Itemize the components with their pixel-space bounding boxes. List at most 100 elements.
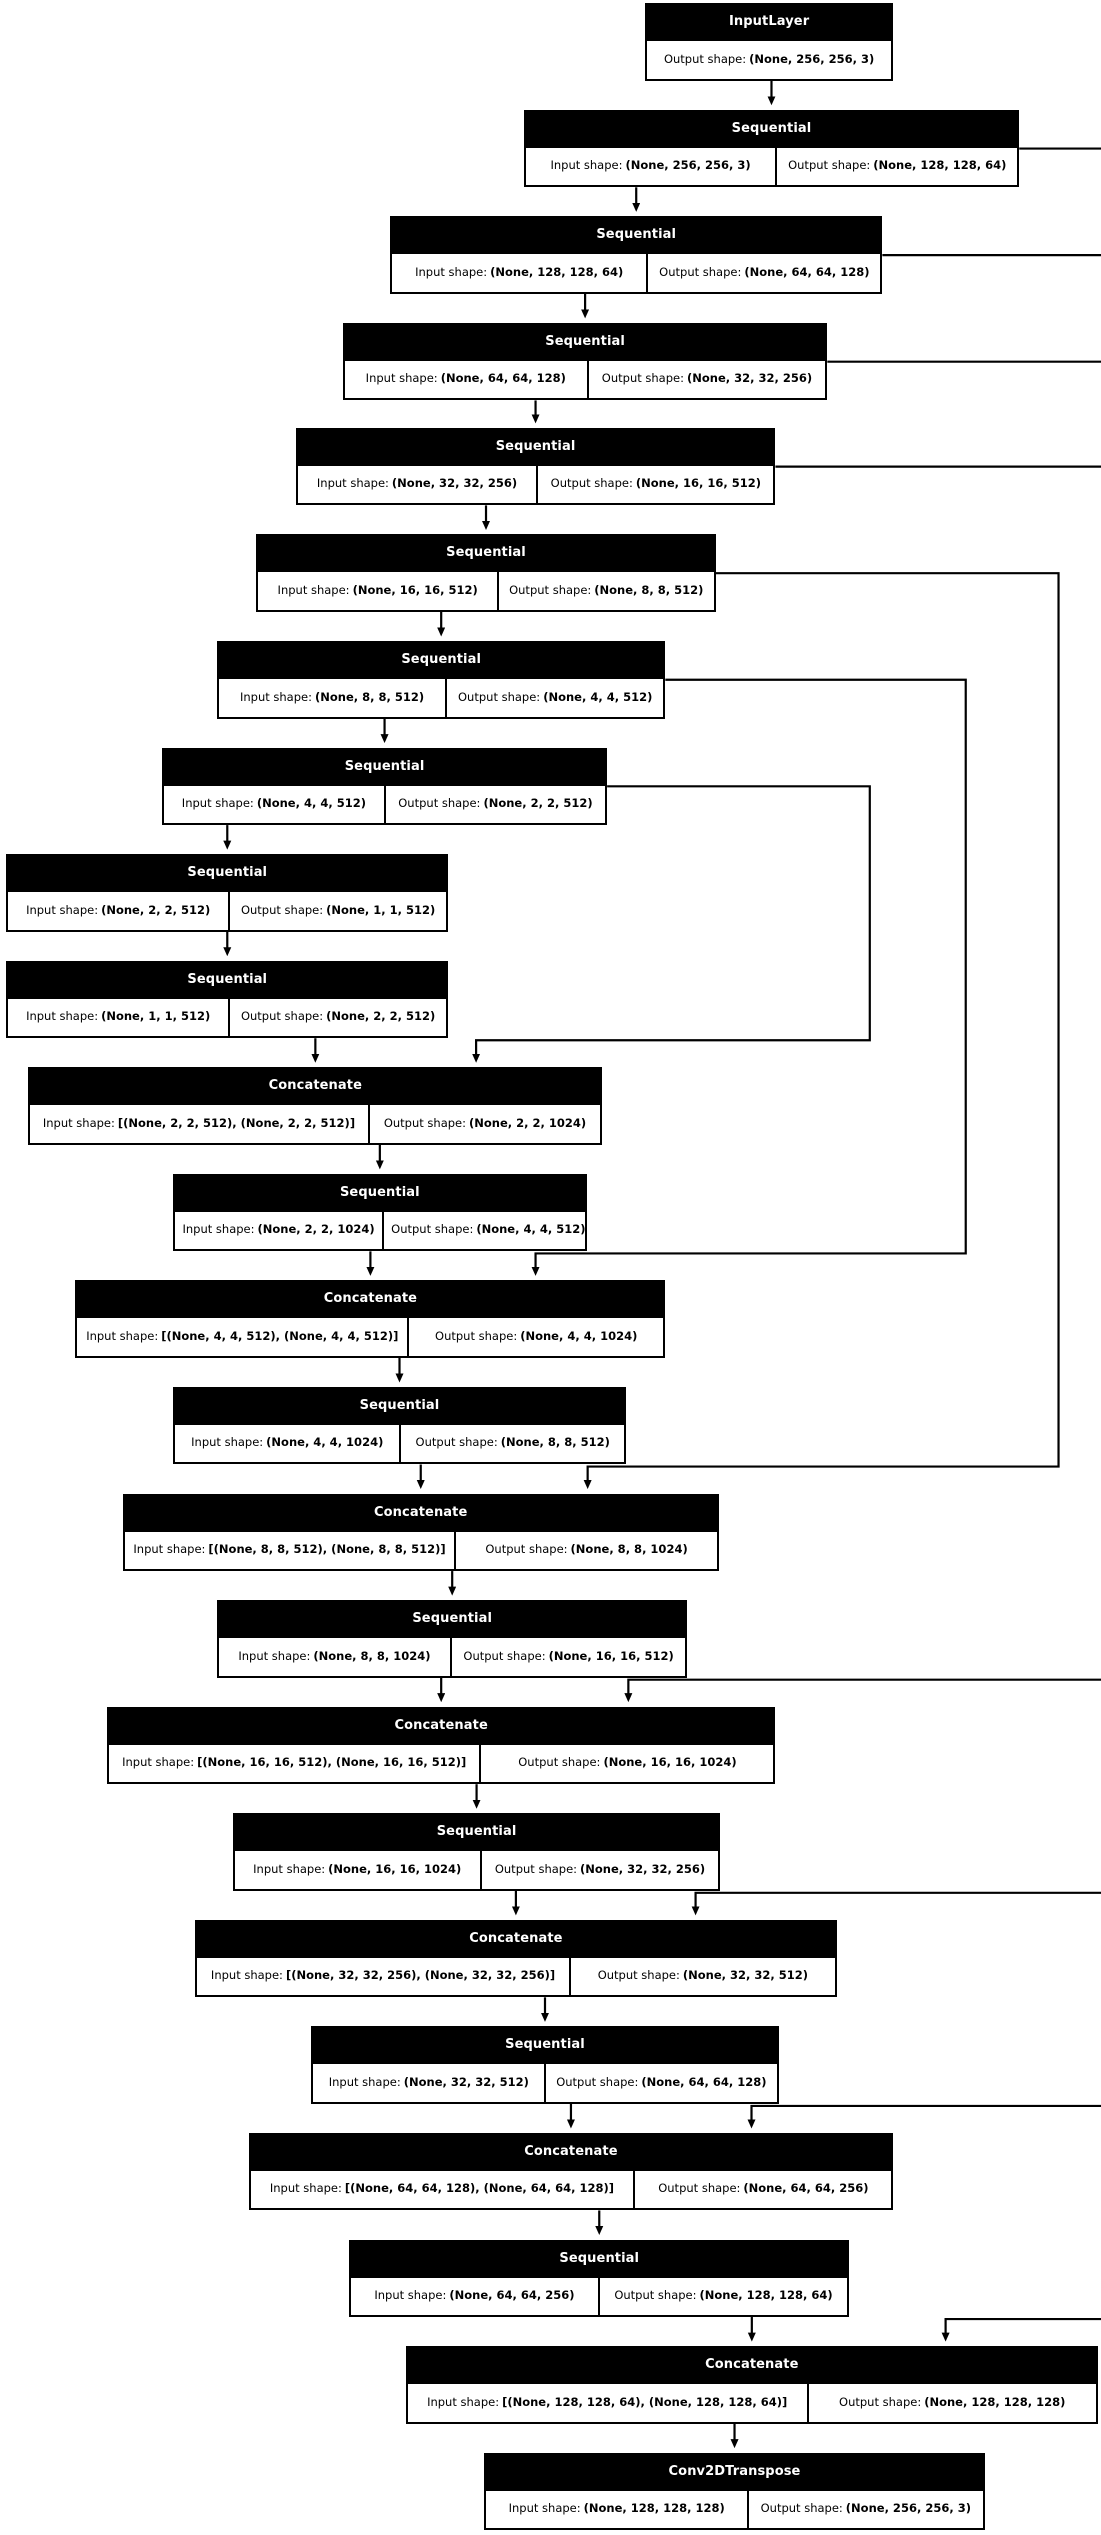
node-input-shape-enc2: Input shape:(None, 128, 128, 64) — [392, 254, 646, 292]
input-shape-value: (None, 64, 64, 256) — [449, 2288, 575, 2303]
node-title-dec4: Sequential — [219, 1602, 686, 1637]
input-shape-label: Input shape: — [427, 2394, 500, 2409]
input-shape-value: [(None, 2, 2, 512), (None, 2, 2, 512)] — [117, 1115, 356, 1130]
input-shape-value: (None, 256, 256, 3) — [625, 158, 751, 173]
output-shape-label: Output shape: — [383, 1115, 467, 1130]
output-shape-value: (None, 32, 32, 256) — [580, 1861, 706, 1876]
node-input-shape-cat6: Input shape:[(None, 64, 64, 128), (None,… — [251, 2171, 634, 2209]
edge-enc2-to-cat6 — [747, 254, 1101, 2129]
output-shape-value: (None, 64, 64, 128) — [641, 2074, 767, 2089]
output-shape-label: Output shape: — [760, 2501, 843, 2516]
input-shape-label: Input shape: — [277, 582, 350, 597]
output-shape-value: (None, 32, 32, 512) — [682, 1968, 809, 1983]
input-shape-value: [(None, 128, 128, 64), (None, 128, 128, … — [502, 2394, 788, 2409]
node-output-shape-enc2: Output shape:(None, 64, 64, 128) — [646, 254, 880, 292]
node-output-shape-dec7: Output shape:(None, 128, 128, 64) — [597, 2277, 848, 2316]
node-shapes-dec3: Input shape:(None, 4, 4, 1024)Output sha… — [175, 1422, 624, 1463]
input-shape-value: [(None, 8, 8, 512), (None, 8, 8, 512)] — [208, 1542, 446, 1557]
node-output-shape-enc3: Output shape:(None, 32, 32, 256) — [586, 360, 826, 399]
node-input-shape-enc5: Input shape:(None, 16, 16, 512) — [258, 572, 497, 610]
input-shape-value: (None, 8, 8, 512) — [314, 689, 425, 704]
node-title-enc2: Sequential — [392, 218, 881, 253]
node-output-shape-cat2: Output shape:(None, 4, 4, 1024) — [407, 1318, 663, 1356]
node-output-shape-enc4: Output shape:(None, 16, 16, 512) — [536, 465, 773, 504]
input-shape-label: Input shape: — [550, 158, 623, 173]
input-shape-label: Input shape: — [415, 264, 488, 279]
node-output-shape-input_layer: Output shape:(None, 256, 256, 3) — [647, 41, 892, 79]
node-title-cat5: Concatenate — [197, 1921, 835, 1956]
edge-enc7-to-cat1 — [472, 785, 871, 1063]
output-shape-value: (None, 1, 1, 512) — [326, 902, 436, 917]
input-shape-value: [(None, 16, 16, 512), (None, 16, 16, 512… — [197, 1755, 467, 1770]
node-shapes-enc5: Input shape:(None, 16, 16, 512)Output sh… — [258, 570, 714, 610]
node-output-shape-dec2: Output shape:(None, 4, 4, 512) — [382, 1211, 592, 1250]
node-shapes-cat2: Input shape:[(None, 4, 4, 512), (None, 4… — [77, 1316, 664, 1356]
input-shape-label: Input shape: — [374, 2288, 447, 2303]
node-output-shape-cat7: Output shape:(None, 128, 128, 128) — [806, 2384, 1096, 2422]
edge-enc1-to-cat7 — [941, 147, 1101, 2342]
node-title-dec5: Sequential — [234, 1815, 719, 1850]
node-title-enc3: Sequential — [344, 324, 826, 359]
output-shape-value: (None, 16, 16, 1024) — [603, 1755, 737, 1770]
output-shape-label: Output shape: — [663, 51, 747, 66]
node-input-shape-cat7: Input shape:[(None, 128, 128, 64), (None… — [408, 2384, 807, 2422]
input-shape-value: (None, 4, 4, 512) — [256, 796, 366, 811]
output-shape-label: Output shape: — [597, 1968, 680, 1983]
node-input-shape-cat3: Input shape:[(None, 8, 8, 512), (None, 8… — [125, 1532, 455, 1570]
input-shape-label: Input shape: — [238, 1648, 311, 1663]
output-shape-value: (None, 8, 8, 1024) — [570, 1542, 688, 1557]
node-title-enc5: Sequential — [258, 536, 714, 571]
node-shapes-cat3: Input shape:[(None, 8, 8, 512), (None, 8… — [124, 1529, 717, 1570]
output-shape-label: Output shape: — [240, 902, 324, 917]
input-shape-value: (None, 16, 16, 512) — [352, 582, 478, 597]
output-shape-value: (None, 2, 2, 1024) — [469, 1115, 587, 1130]
node-output-shape-output_conv: Output shape:(None, 256, 256, 3) — [746, 2490, 983, 2529]
input-shape-label: Input shape: — [269, 2181, 342, 2196]
node-shapes-output_conv: Input shape:(None, 128, 128, 128)Output … — [486, 2488, 983, 2529]
node-title-cat4: Concatenate — [108, 1708, 774, 1743]
node-input-shape-output_conv: Input shape:(None, 128, 128, 128) — [486, 2491, 747, 2529]
node-input-shape-dec7: Input shape:(None, 64, 64, 256) — [351, 2278, 598, 2316]
output-shape-value: (None, 2, 2, 512) — [326, 1009, 436, 1024]
node-output-shape-enc5: Output shape:(None, 8, 8, 512) — [496, 572, 714, 610]
node-shapes-cat7: Input shape:[(None, 128, 128, 64), (None… — [407, 2382, 1096, 2422]
node-shapes-dec6: Input shape:(None, 32, 32, 512)Output sh… — [313, 2062, 777, 2102]
node-input-shape-cat4: Input shape:[(None, 16, 16, 512), (None,… — [109, 1745, 480, 1783]
node-title-enc1: Sequential — [525, 111, 1018, 146]
output-shape-value: (None, 128, 128, 64) — [873, 158, 1007, 173]
input-shape-label: Input shape: — [26, 902, 99, 917]
node-input-shape-cat1: Input shape:[(None, 2, 2, 512), (None, 2… — [30, 1105, 367, 1143]
node-title-output_conv: Conv2DTranspose — [486, 2454, 983, 2489]
output-shape-label: Output shape: — [658, 2181, 741, 2196]
input-shape-label: Input shape: — [239, 689, 312, 704]
node-title-cat3: Concatenate — [124, 1495, 717, 1530]
node-input-shape-dec1: Input shape:(None, 1, 1, 512) — [8, 999, 228, 1037]
node-input-shape-dec4: Input shape:(None, 8, 8, 1024) — [219, 1638, 450, 1676]
input-shape-value: (None, 2, 2, 1024) — [257, 1222, 375, 1237]
